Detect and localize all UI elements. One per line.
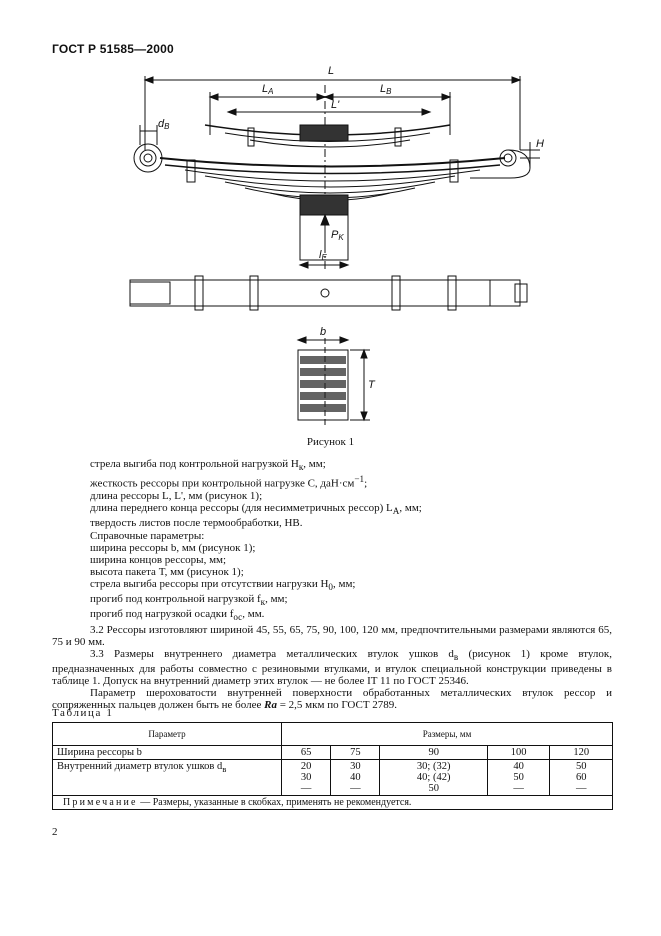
- table-cell: 100: [486, 745, 551, 760]
- table-note: Примечание — Размеры, указанные в скобка…: [52, 795, 613, 810]
- table-cell: 120: [549, 745, 613, 760]
- label-LB: LB: [380, 83, 392, 96]
- text-line: твердость листов после термообработки, Н…: [90, 517, 303, 530]
- table-cell: 75: [330, 745, 381, 760]
- text-line: жесткость рессоры при контрольной нагруз…: [90, 474, 368, 490]
- paragraph-roughness: Параметр шероховатости внутренней поверх…: [52, 687, 612, 712]
- table-cell: 30; (32)40; (42)50: [379, 759, 488, 796]
- table-title: Таблица 1: [52, 707, 114, 719]
- text-line: Справочные параметры:: [90, 529, 205, 542]
- document-header: ГОСТ Р 51585—2000: [52, 42, 174, 56]
- page-number: 2: [52, 826, 58, 838]
- row-label: Ширина рессоры b: [52, 745, 282, 760]
- text-line: стрела выгиба под контрольной нагрузкой …: [90, 458, 326, 473]
- table-cell: 65: [280, 745, 332, 760]
- label-LA: LA: [262, 83, 273, 96]
- leaf-spring-drawing: L LA LB L' dB H PK lE b T: [129, 65, 544, 428]
- header-sizes: Размеры, мм: [281, 722, 613, 746]
- table-cell: 90: [379, 745, 488, 760]
- text-line: длина переднего конца рессоры (для несим…: [90, 502, 422, 517]
- paragraph-3-2: 3.2 Рессоры изготовляют шириной 45, 55, …: [52, 623, 612, 648]
- text-line: стрела выгиба рессоры при отсутствии наг…: [90, 577, 356, 593]
- data-table: Параметр Размеры, мм Ширина рессоры b 65…: [52, 722, 613, 810]
- table-header-row: Параметр Размеры, мм: [52, 722, 613, 746]
- text-line: прогиб под нагрузкой осадки fос, мм.: [90, 608, 265, 623]
- label-Lprime: L': [331, 99, 340, 111]
- table-row: Ширина рессоры b 65 75 90 100 120: [52, 745, 613, 760]
- text-line: ширина концов рессоры, мм;: [90, 553, 227, 566]
- text-line: ширина рессоры b, мм (рисунок 1);: [90, 541, 256, 554]
- label-P: PK: [331, 229, 344, 242]
- table-note-row: Примечание — Размеры, указанные в скобка…: [52, 795, 613, 810]
- body-text: стрела выгиба под контрольной нагрузкой …: [52, 458, 612, 712]
- label-H: H: [536, 138, 544, 150]
- label-d: dB: [158, 118, 170, 131]
- label-T: T: [368, 379, 376, 391]
- label-L: L: [328, 65, 334, 77]
- text-line: прогиб под контрольной нагрузкой fк, мм;: [90, 593, 288, 608]
- text-line: высота пакета T, мм (рисунок 1);: [90, 565, 244, 578]
- label-le: lE: [319, 249, 327, 262]
- row-label: Внутренний диаметр втулок ушков dв: [52, 759, 282, 796]
- label-b: b: [320, 326, 326, 338]
- figure-caption: Рисунок 1: [306, 436, 355, 448]
- text-line: длина рессоры L, L', мм (рисунок 1);: [90, 490, 263, 503]
- paragraph-3-3: 3.3 Размеры внутреннего диаметра металли…: [52, 647, 613, 688]
- header-param: Параметр: [52, 722, 282, 746]
